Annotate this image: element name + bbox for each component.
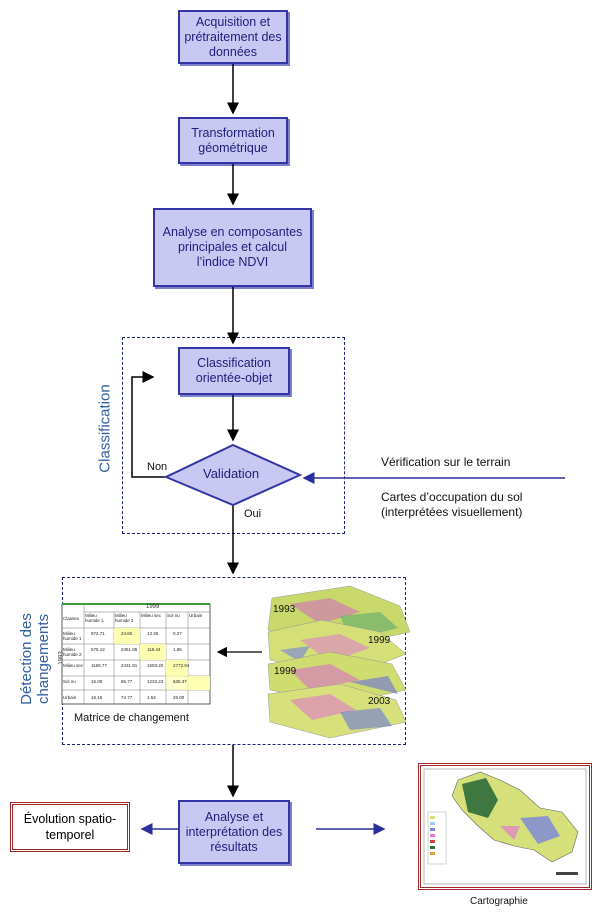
change-matrix xyxy=(61,603,211,705)
matrix-cell: 636.37 xyxy=(173,679,187,684)
matrix-row-header: Sol nu xyxy=(63,679,76,684)
matrix-col-header: Sol nu xyxy=(167,613,180,618)
evolution-label: Évolution spatio-temporel xyxy=(23,812,117,842)
matrix-col-header: Urbain xyxy=(189,613,203,618)
matrix-col-header: Milieu humide 2 xyxy=(115,613,134,623)
matrix-cell: 86.77 xyxy=(121,679,133,684)
matrix-row-header: Milieu humide 2 xyxy=(63,647,82,657)
map-year-1993: 1993 xyxy=(273,604,296,615)
validation-diamond xyxy=(163,443,303,507)
matrix-cell: 18.16 xyxy=(91,695,103,700)
non-label: Non xyxy=(147,461,168,473)
cartography-map-content xyxy=(423,768,587,885)
evolution-box[interactable]: Évolution spatio-temporel xyxy=(10,802,130,852)
map-year-2003: 2003 xyxy=(368,696,391,707)
non-feedback-loop xyxy=(131,371,166,478)
matrix-cell: 118.44 xyxy=(147,647,161,652)
matrix-cell: 1.85 xyxy=(173,647,182,652)
validation-label: Validation xyxy=(203,466,260,481)
matrix-col-header: Milieu humide 1 xyxy=(85,613,104,623)
matrix-row-header: Urbain xyxy=(63,695,77,700)
matrix-cell: 26.00 xyxy=(173,695,185,700)
matrix-cell: 2431.81 xyxy=(121,663,138,668)
matrix-cell: 13.30 xyxy=(147,631,159,636)
matrix-cell: 24.65 xyxy=(121,631,133,636)
matrix-cell: 0.27 xyxy=(173,631,182,636)
verification-label: Vérification sur le terrain xyxy=(381,455,511,469)
cartographie-caption: Cartographie xyxy=(470,896,528,907)
acp-box[interactable]: Analyse en composantes principales et ca… xyxy=(153,208,312,287)
matrix-cell: 2773.94 xyxy=(173,663,190,668)
matrix-cell: 1.64 xyxy=(147,695,156,700)
matrix-cell: 1169.77 xyxy=(91,663,107,668)
map-stack xyxy=(267,585,411,739)
matrix-col-header: Classes xyxy=(63,616,80,621)
map-year-1999-b: 1999 xyxy=(274,666,297,677)
matrix-row-header: Milieu humide 1 xyxy=(63,631,82,641)
transformation-box[interactable]: Transformation géométrique xyxy=(178,117,288,164)
matrix-row-header: Milieu sec xyxy=(63,663,84,668)
matrix-top-header: 1999 xyxy=(146,604,160,610)
analyse-box[interactable]: Analyse et interprétation des résultats xyxy=(178,800,290,864)
oui-label: Oui xyxy=(244,508,262,520)
map-year-1999-a: 1999 xyxy=(368,635,391,646)
matrix-cell: 575.12 xyxy=(91,647,105,652)
matrix-cell: 1233.23 xyxy=(147,679,164,684)
matrix-cell: 972.71 xyxy=(91,631,105,636)
matrix-cell: 2451.85 xyxy=(121,647,138,652)
matrix-col-header: Milieu sec xyxy=(141,613,162,618)
acquisition-box[interactable]: Acquisition et prétraitement des données xyxy=(178,10,288,64)
cartes-label-line2: (interprétées visuellement) xyxy=(381,505,523,519)
matrix-cell: 74.77 xyxy=(121,695,133,700)
cartes-label-line1: Cartes d’occupation du sol xyxy=(381,490,523,504)
matrix-cell: 16.00 xyxy=(91,679,103,684)
matrice-caption: Matrice de changement xyxy=(74,712,189,724)
matrix-cell: 1503.20 xyxy=(147,663,164,668)
classification-box[interactable]: Classification orientée-objet xyxy=(178,347,290,395)
